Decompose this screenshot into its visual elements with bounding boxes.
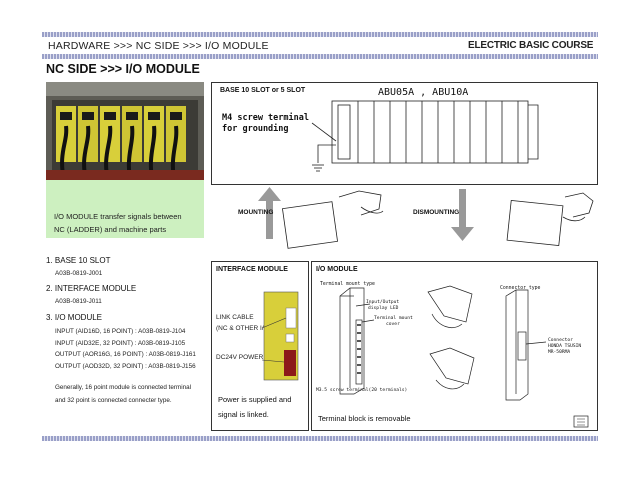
part-number: OUTPUT (AOR16G, 16 POINT) : A03B-0819-J1… bbox=[55, 351, 196, 358]
list-item: 3. I/O MODULE bbox=[46, 313, 103, 322]
base-model-label: ABU05A , ABU10A bbox=[378, 87, 469, 98]
photo-caption-box: I/O MODULE transfer signals between NC (… bbox=[46, 180, 204, 238]
terminal-mount-label: Terminal mount type bbox=[320, 282, 375, 287]
breadcrumb: HARDWARE >>> NC SIDE >>> I/O MODULE bbox=[48, 40, 269, 52]
photo-caption-line: NC (LADDER) and machine parts bbox=[54, 225, 167, 234]
interface-module-panel: INTERFACE MODULE LINK CABLE (NC & OTHER … bbox=[211, 261, 309, 431]
io-caption: Terminal block is removable bbox=[318, 414, 411, 423]
connector-label: MR-50RMA bbox=[548, 350, 571, 355]
screw-terminal-label: M3.5 screw terminal(20 terminals) bbox=[316, 388, 408, 393]
list-item: 2. INTERFACE MODULE bbox=[46, 284, 137, 293]
ground-callout-line: M4 screw terminal bbox=[222, 113, 309, 123]
photo-caption-line: I/O MODULE transfer signals between bbox=[54, 212, 182, 221]
dismounting-label: DISMOUNTING bbox=[413, 209, 460, 216]
io-panel-title: I/O MODULE bbox=[316, 266, 358, 273]
note-line: Generally, 16 point module is connected … bbox=[55, 384, 192, 391]
connector-type-label: Connector type bbox=[500, 286, 541, 291]
header-divider bbox=[42, 54, 598, 59]
io-display-label: Input/Output bbox=[366, 300, 400, 305]
io-display-label: display LED bbox=[368, 306, 399, 311]
part-number: A03B-0819-J011 bbox=[55, 298, 102, 305]
mounting-label: MOUNTING bbox=[238, 209, 274, 216]
course-title: ELECTRIC BASIC COURSE bbox=[468, 40, 594, 51]
link-cable-label: LINK CABLE bbox=[216, 314, 254, 321]
interface-caption: signal is linked. bbox=[218, 410, 269, 419]
io-module-panel: I/O MODULE Terminal mount type Connector… bbox=[311, 261, 598, 431]
page-title: NC SIDE >>> I/O MODULE bbox=[46, 62, 200, 76]
terminal-cover-label: cover bbox=[386, 322, 400, 327]
part-number: INPUT (AID32E, 32 POINT) : A03B-0819-J10… bbox=[55, 340, 186, 347]
part-number: A03B-0819-J001 bbox=[55, 270, 103, 277]
connector-label: Connector bbox=[548, 338, 573, 343]
interface-caption: Power is supplied and bbox=[218, 395, 292, 404]
link-cable-label: (NC & OTHER I/O) bbox=[216, 325, 271, 332]
terminal-cover-label: Terminal mount bbox=[374, 316, 413, 321]
power-label: DC24V POWER bbox=[216, 354, 264, 361]
interface-module-drawing bbox=[261, 291, 299, 381]
interface-panel-title: INTERFACE MODULE bbox=[216, 266, 288, 273]
base-panel-title: BASE 10 SLOT or 5 SLOT bbox=[220, 87, 306, 94]
part-number: OUTPUT (AOD32D, 32 POINT) : A03B-0819-J1… bbox=[55, 363, 196, 370]
note-line: and 32 point is connected connecter type… bbox=[55, 397, 172, 404]
io-module-drawing bbox=[339, 285, 589, 428]
base-slot-panel: BASE 10 SLOT or 5 SLOT ABU05A , ABU10A M… bbox=[211, 82, 598, 185]
io-module-photo bbox=[46, 82, 204, 180]
top-divider bbox=[42, 32, 598, 37]
ground-callout-line: for grounding bbox=[222, 124, 289, 134]
connector-label: HONDA TSUSIN bbox=[548, 344, 582, 349]
bottom-divider bbox=[42, 436, 598, 441]
base-rack-drawing bbox=[311, 100, 539, 172]
part-number: INPUT (AID16D, 16 POINT) : A03B-0819-J10… bbox=[55, 328, 186, 335]
mounting-diagram bbox=[258, 187, 594, 249]
list-item: 1. BASE 10 SLOT bbox=[46, 256, 111, 265]
